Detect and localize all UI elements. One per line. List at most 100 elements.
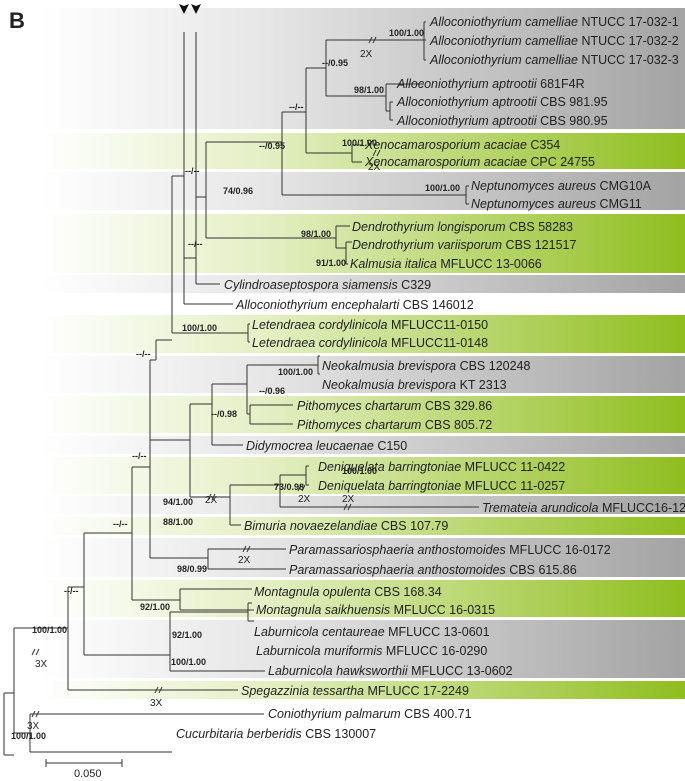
taxon-label: Deniquelata barringtoniae MFLUCC 11-0422 [318,460,565,474]
support-value: 98/1.00 [301,229,331,239]
taxon-strain: MFLUCC 13-0602 [408,664,513,678]
support-value: 100/1.00 [278,367,313,377]
support-value: 100/1.00 [171,657,206,667]
band-bimuria [40,517,685,535]
panel-letter: B [9,8,25,33]
taxon-species: Dendrothyrium longisporum [352,220,506,234]
taxon-label: Alloconiothyrium camelliae NTUCC 17-032-… [429,34,679,48]
taxon-strain: CBS 615.86 [506,563,577,577]
taxon-species: Cucurbitaria berberidis [176,727,302,741]
taxon-label: Neptunomyces aureus CMG10A [471,179,652,193]
taxon-label: Kalmusia italica MFLUCC 13-0066 [350,257,542,271]
taxon-species: Xenocamarosporium acaciae [364,138,527,152]
support-value: --/0.95 [322,58,348,68]
support-value: 100/1.00 [32,625,67,635]
support-value: --/-- [289,102,304,112]
taxon-label: Alloconiothyrium encephalarti CBS 146012 [235,298,474,312]
support-value: 73/0.98 [274,482,304,492]
taxon-strain: CBS 58283 [506,220,573,234]
taxon-label: Alloconiothyrium aptrootii CBS 980.95 [396,114,608,128]
branch-breaks [31,36,381,718]
support-value: --/-- [136,349,151,359]
taxon-species: Montagnula opulenta [254,585,371,599]
support-value: --/0.98 [211,409,237,419]
taxon-label: Alloconiothyrium camelliae NTUCC 17-032-… [429,15,679,29]
break-multiplier: 2X [360,49,373,60]
taxon-species: Pithomyces chartarum [297,418,421,432]
taxon-species: Alloconiothyrium aptrootii [396,114,538,128]
support-value: --/-- [185,166,200,176]
taxon-label: Spegazzinia tessartha MFLUCC 17-2249 [241,684,469,698]
taxon-species: Letendraea cordylinicola [252,336,388,350]
taxon-strain: C329 [398,278,431,292]
taxon-label: Alloconiothyrium camelliae NTUCC 17-032-… [429,53,679,67]
taxon-species: Alloconiothyrium camelliae [429,15,578,29]
taxon-species: Coniothyrium palmarum [268,707,401,721]
taxon-label: Cylindroaseptospora siamensis C329 [224,278,431,292]
break-multiplier: 2X [368,162,381,173]
scale-bar: 0.050 [45,759,123,780]
support-value: 74/0.96 [223,186,253,196]
taxon-species: Alloconiothyrium aptrootii [396,77,538,91]
outgroup-arrows [179,4,201,14]
taxon-species: Neokalmusia brevispora [322,359,456,373]
taxon-strain: MFLUCC 16-0172 [506,543,611,557]
taxon-species: Laburnicola muriformis [256,644,382,658]
taxon-label: Dendrothyrium variisporum CBS 121517 [352,238,576,252]
support-value: --/-- [64,586,79,596]
band-laburnicola [40,620,685,678]
taxon-strain: CBS 400.71 [401,707,472,721]
taxon-strain: MFLUCC 11-0257 [461,479,565,493]
taxon-label: Laburnicola hawksworthii MFLUCC 13-0602 [268,664,513,678]
taxon-label: Neokalmusia brevispora CBS 120248 [322,359,531,373]
band-neptunomyces [40,172,685,210]
taxon-species: Alloconiothyrium camelliae [429,34,578,48]
band-deniquelata [40,457,685,494]
scale-label: 0.050 [74,768,102,780]
support-value: 94/1.00 [163,497,193,507]
band-spegazzinia [40,681,685,699]
taxon-strain: 681F4R [537,77,585,91]
taxon-label: Letendraea cordylinicola MFLUCC11-0148 [252,336,488,350]
break-multiplier: 2X [342,494,355,505]
taxon-strain: KT 2313 [456,378,507,392]
taxon-strain: CMG10A [596,179,652,193]
break-multiplier: 3X [35,659,48,670]
band-montagnula [40,580,685,617]
support-value: 88/1.00 [163,517,193,527]
taxon-species: Alloconiothyrium encephalarti [235,298,401,312]
taxon-species: Xenocamarosporium acaciae [364,155,527,169]
support-value: --/-- [113,519,128,529]
taxon-label: Montagnula saikhuensis MFLUCC 16-0315 [256,603,495,617]
taxon-label: Laburnicola centaureae MFLUCC 13-0601 [254,625,490,639]
break-multiplier: 2X [238,555,251,566]
taxon-strain: CBS 981.95 [537,95,608,109]
support-value: --/-- [132,451,147,461]
support-value: 98/1.00 [354,85,384,95]
taxon-strain: MFLUCC 16-0290 [382,644,487,658]
taxon-strain: MFLUCC 11-0422 [461,460,565,474]
taxon-species: Cylindroaseptospora siamensis [224,278,398,292]
taxon-label: Laburnicola muriformis MFLUCC 16-0290 [256,644,487,658]
taxon-species: Paramassariosphaeria anthostomoides [289,543,506,557]
taxon-strain: CBS 805.72 [421,418,492,432]
break-multiplier: 2X [205,495,218,506]
support-value: 98/0.99 [177,564,207,574]
support-value: 92/1.00 [140,602,170,612]
support-value: 92/1.00 [172,630,202,640]
taxon-species: Didymocrea leucaenae [246,439,374,453]
taxon-species: Neptunomyces aureus [471,197,596,211]
taxon-label: Tremateia arundicola MFLUCC16-1275 [482,501,685,515]
support-value: 91/1.00 [316,258,346,268]
support-value: --/0.95 [259,141,285,151]
band-alloconiothyrium [40,8,685,129]
clade-bands [40,8,685,699]
taxon-species: Montagnula saikhuensis [256,603,390,617]
taxon-strain: MFLUCC 17-2249 [364,684,469,698]
taxon-species: Neptunomyces aureus [471,179,596,193]
support-value: 100/1.00 [11,731,46,741]
break-multiplier: 3X [27,721,40,732]
support-labels: 100/1.00 --/0.95 98/1.00 --/-- 100/1.00 --/0.… [11,28,460,741]
